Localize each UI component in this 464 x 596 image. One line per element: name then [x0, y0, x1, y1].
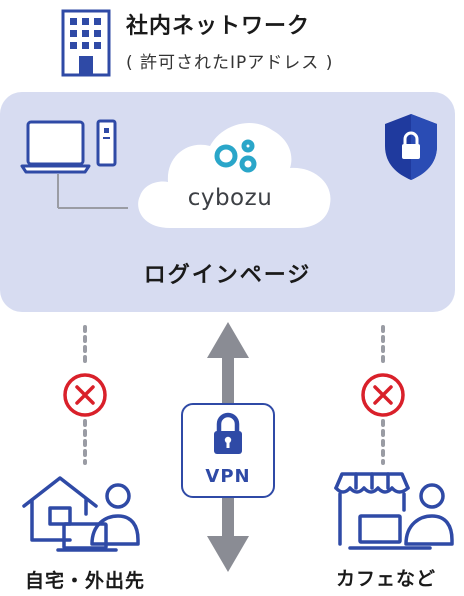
login-page-label: ログインページ: [143, 263, 312, 288]
cloud-icon: [138, 123, 331, 228]
vpn-label: VPN: [205, 466, 251, 487]
page-subtitle: ( 許可されたIPアドレス ): [126, 53, 334, 73]
server-icon: [96, 119, 117, 167]
blocked-connector-right: [381, 325, 385, 465]
page-title: 社内ネットワーク: [126, 14, 311, 39]
laptop-icon: [20, 120, 128, 209]
blocked-icon-left: [63, 373, 107, 417]
cafe-label: カフェなど: [335, 568, 436, 590]
blocked-icon-right: [361, 373, 405, 417]
cafe-worker-icon: [334, 472, 454, 550]
cybozu-logo-text: cybozu: [187, 185, 273, 211]
building-icon: [61, 9, 111, 77]
padlock-icon: [214, 412, 242, 454]
house-worker-icon: [22, 476, 140, 552]
home-outside-label: 自宅・外出先: [24, 570, 145, 592]
blocked-connector-left: [83, 325, 87, 465]
shield-lock-icon: [385, 114, 437, 180]
